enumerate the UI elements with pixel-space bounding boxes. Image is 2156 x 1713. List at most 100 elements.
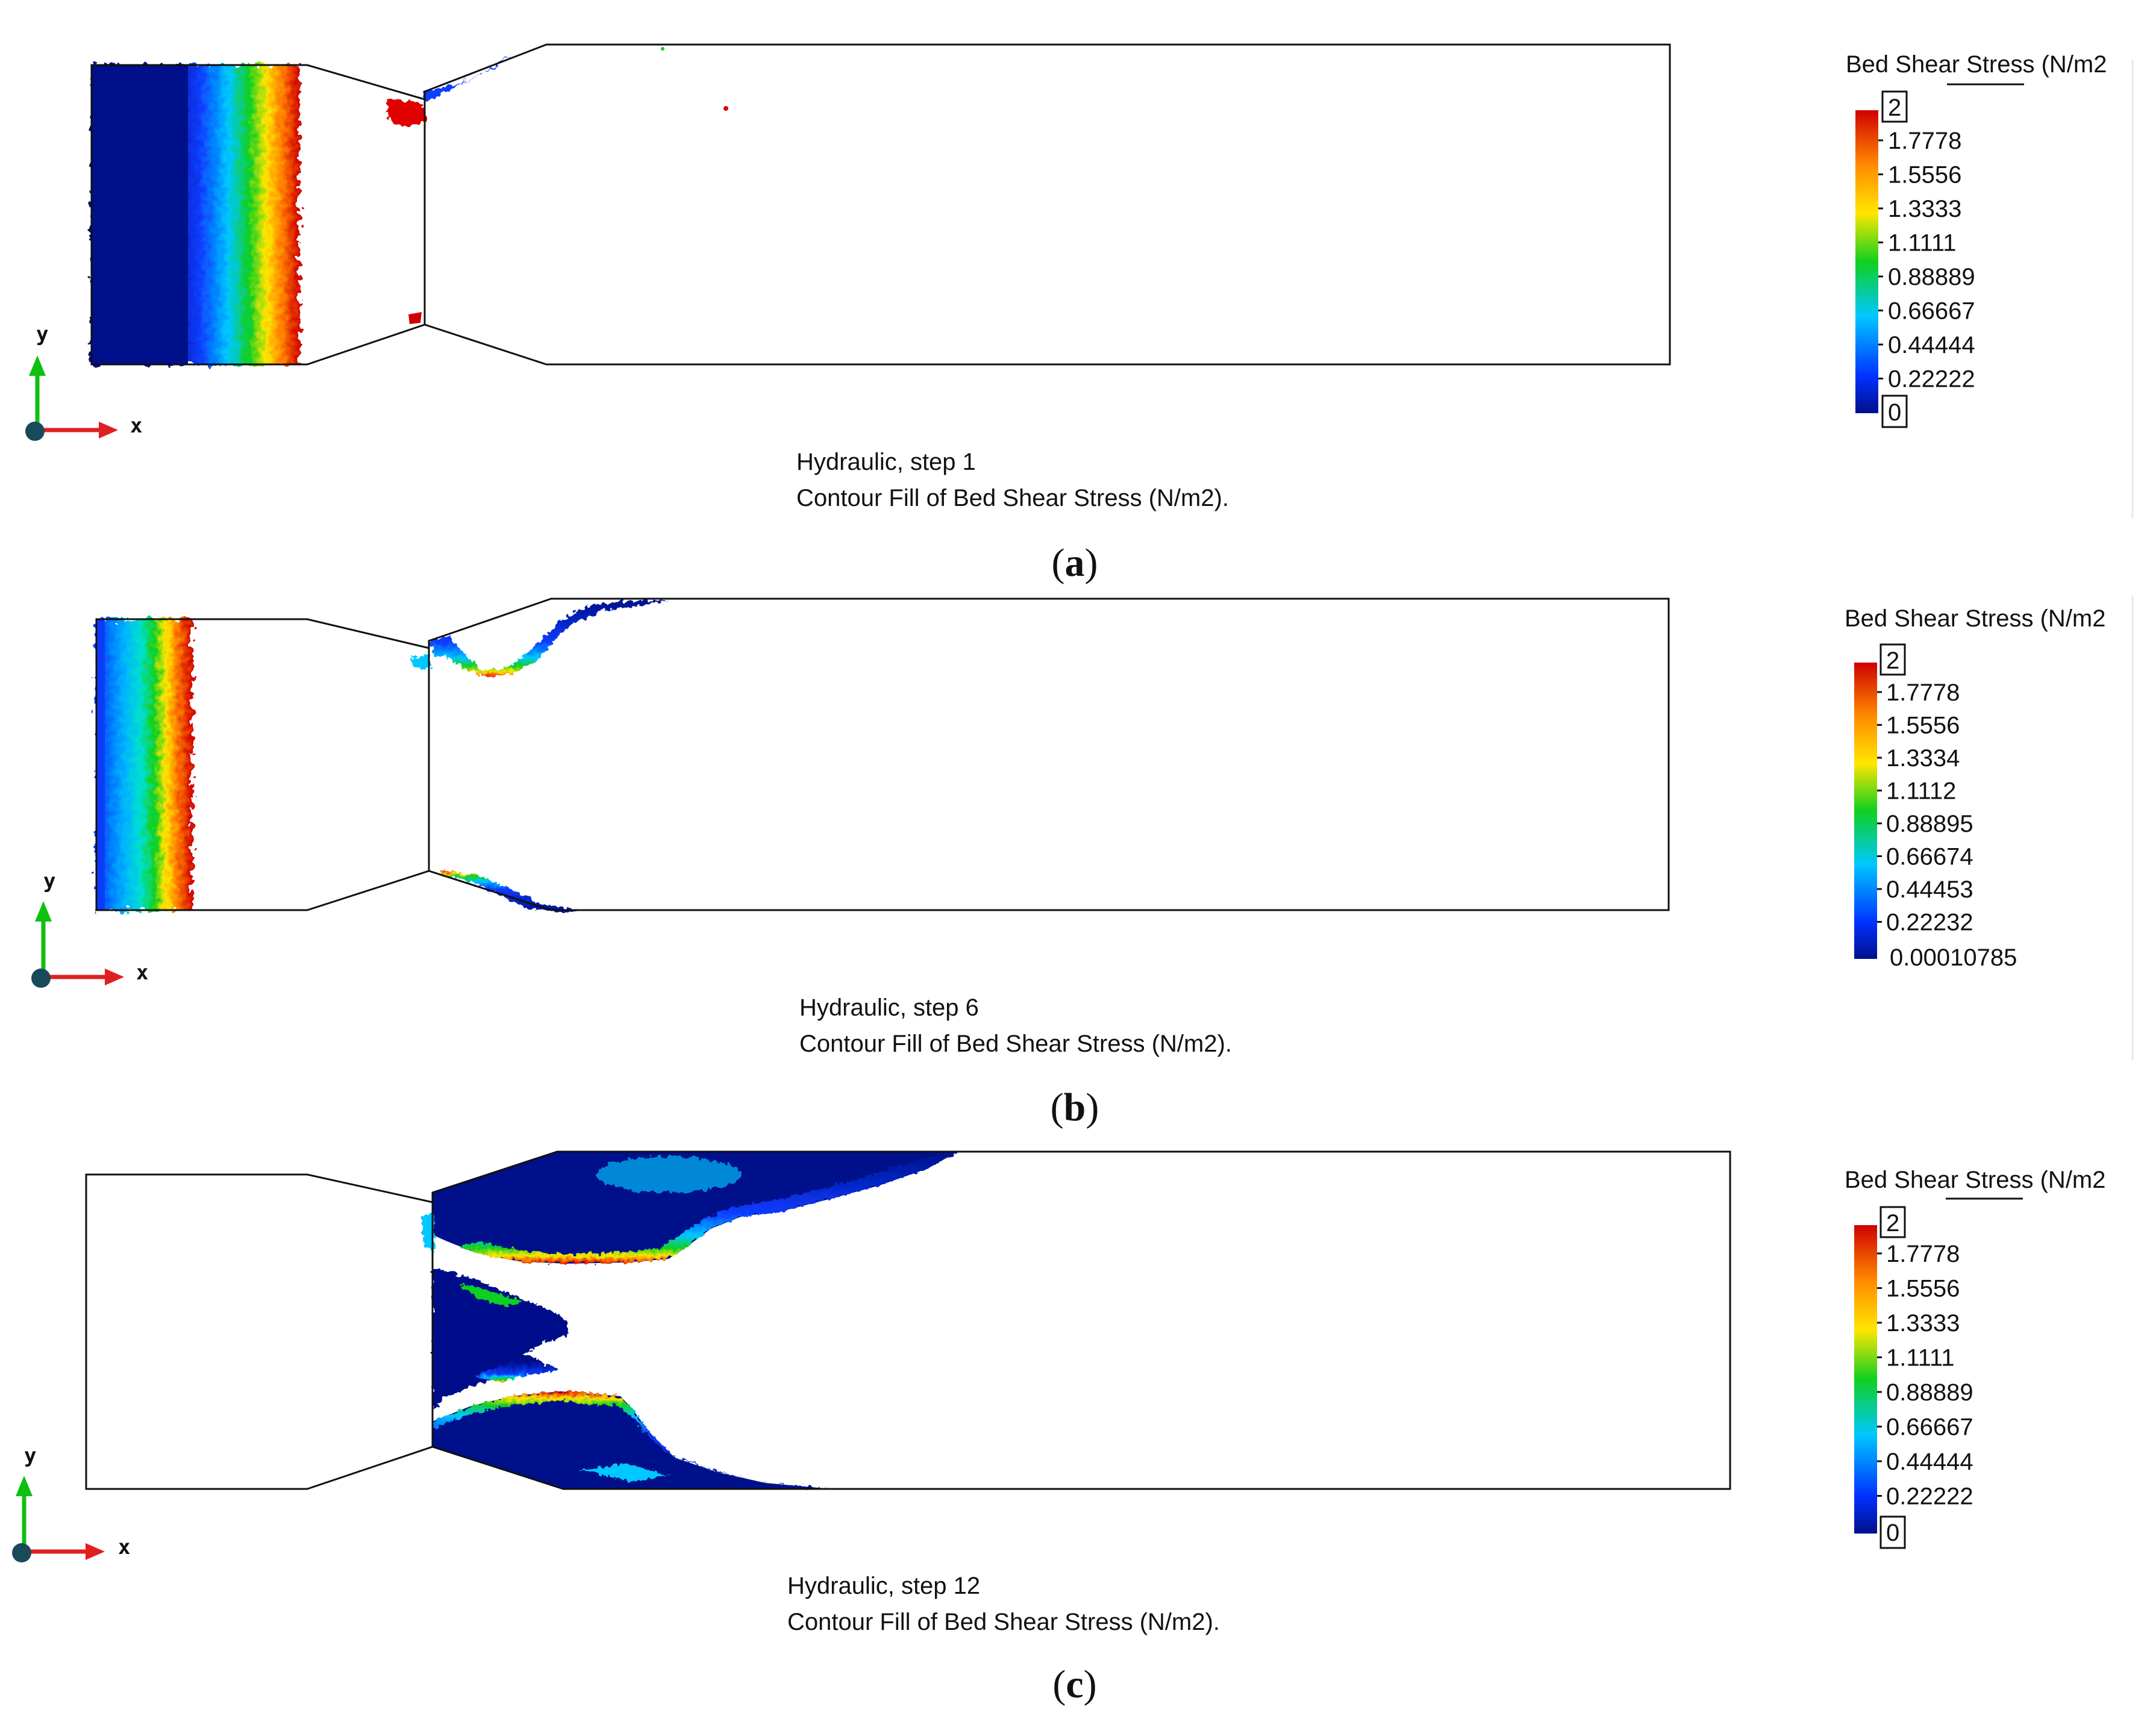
x-axis-label-a: x [130, 414, 142, 438]
x-axis-label-b: x [136, 961, 148, 985]
legend-colorbar-a [1855, 110, 1878, 413]
plot-subtitle-b: Contour Fill of Bed Shear Stress (N/m2). [799, 1031, 1232, 1057]
legend-b: Bed Shear Stress (N/m2 1.7778 1.5556 1.333… [1845, 605, 2106, 971]
plot-title-step-b: Hydraulic, step 6 [799, 994, 979, 1021]
legend-ticks-b: 1.7778 1.5556 1.3334 1.1112 0.88895 0.66674 0.… [1877, 679, 1973, 936]
shear-jet-lower-edge-c [433, 1391, 831, 1489]
z-axis-origin-c [12, 1543, 31, 1562]
legend-colorbar-c [1854, 1225, 1877, 1534]
domain-outline-c [85, 1150, 1731, 1490]
shear-band-inlet-b [96, 619, 193, 910]
legend-tick-label: 0.66667 [1886, 1414, 1973, 1441]
legend-tick-label: 0.88889 [1888, 264, 1975, 290]
shear-core-inlet-a [92, 65, 188, 364]
y-axis-label-a: y [36, 322, 48, 346]
axis-triad-a: y x [25, 322, 142, 441]
y-arrowhead-a [29, 355, 46, 376]
panel-a: y x Bed Shear Stress (N/m2 1.7778 1.5556 1… [25, 43, 2134, 585]
x-arrowhead-c [86, 1543, 105, 1560]
domain-outline-b [95, 598, 1670, 911]
x-arrowhead-b [105, 969, 124, 985]
legend-tick-label: 1.5556 [1888, 162, 1961, 189]
y-arrowhead-b [35, 901, 52, 922]
legend-colorbar-b [1854, 663, 1877, 959]
legend-a: Bed Shear Stress (N/m2 1.7778 1.5556 1.333… [1846, 51, 2107, 428]
shear-jet-upper-highlight-c [596, 1156, 741, 1193]
legend-tick-label: 1.7778 [1886, 1241, 1960, 1267]
caption-c: (c) [1052, 1662, 1096, 1706]
axis-triad-c: y x [12, 1444, 130, 1562]
legend-tick-label: 1.5556 [1886, 713, 1960, 739]
domain-outline-a [90, 43, 1671, 366]
legend-max-c: 2 [1886, 1210, 1899, 1237]
contour-fill-c [422, 1152, 958, 1489]
plot-subtitle-a: Contour Fill of Bed Shear Stress (N/m2). [796, 485, 1229, 511]
contour-fill-b [96, 600, 669, 912]
legend-max-a: 2 [1888, 95, 1901, 121]
legend-min-box-a [1881, 395, 1908, 428]
legend-tick-label: 0.22232 [1886, 910, 1973, 936]
y-arrowhead-c [16, 1476, 33, 1496]
legend-tick-label: 1.5556 [1886, 1276, 1960, 1302]
legend-tick-label: 0.44444 [1888, 332, 1975, 358]
legend-tick-label: 1.3333 [1886, 1310, 1960, 1337]
legend-max-box-c [1879, 1206, 1906, 1238]
legend-tick-label: 1.3334 [1886, 745, 1960, 772]
y-axis-label-b: y [43, 869, 55, 893]
shear-wedge-lower-edge-c [476, 1362, 560, 1383]
contour-fill-a [92, 47, 728, 364]
legend-tick-label: 1.1112 [1886, 778, 1956, 805]
legend-tick-label: 1.7778 [1886, 679, 1960, 706]
shear-wedge-edge-c [458, 1283, 524, 1306]
shear-streak-upper-b [430, 600, 669, 677]
z-axis-origin-a [25, 422, 45, 441]
legend-min-c: 0 [1886, 1520, 1899, 1546]
shear-wedge-middle-c [433, 1268, 569, 1409]
legend-title-b: Bed Shear Stress (N/m2 [1845, 605, 2106, 632]
plot-subtitle-c: Contour Fill of Bed Shear Stress (N/m2). [787, 1609, 1220, 1635]
legend-max-box-b [1879, 643, 1906, 676]
panel-b: y x Bed Shear Stress (N/m2 1.77781.55561… [31, 596, 2134, 1129]
legend-tick-label: 0.44453 [1886, 876, 1973, 903]
axis-triad-b: y x [31, 869, 148, 988]
legend-tick-label: 1.7778 [1888, 128, 1961, 154]
shear-edge-inlet-b [96, 619, 105, 910]
shear-jet-lower-highlight-c [578, 1464, 669, 1482]
shear-patch-throat-a [387, 98, 428, 128]
shear-jet-upper-edge-c [458, 1152, 958, 1264]
legend-title-c: Bed Shear Stress (N/m2 [1845, 1167, 2106, 1193]
caption-b: (b) [1051, 1085, 1099, 1129]
legend-tick-label: 1.1111 [1888, 230, 1956, 257]
legend-tick-label: 0.22222 [1886, 1484, 1973, 1510]
z-axis-origin-b [31, 969, 51, 988]
shear-patch-throat-b [410, 655, 431, 669]
legend-tick-label: 0.88889 [1886, 1379, 1973, 1406]
legend-max-box-a [1881, 90, 1908, 123]
legend-tick-label: 0.22222 [1888, 366, 1975, 393]
plot-title-step-a: Hydraulic, step 1 [796, 449, 976, 475]
legend-tick-label: 1.1111 [1886, 1345, 1954, 1371]
legend-min-b: 0.00010785 [1890, 944, 2017, 971]
legend-tick-label: 0.44444 [1886, 1449, 1973, 1475]
shear-jet-lower-core-c [433, 1391, 831, 1489]
legend-c: Bed Shear Stress (N/m2 1.7778 1.5556 1.333… [1845, 1167, 2106, 1549]
shear-streak-upper-a [425, 54, 512, 101]
plot-title-step-c: Hydraulic, step 12 [787, 1573, 980, 1599]
panel-c: y x Bed Shear Stress (N/m2 1.77781.55561… [12, 1150, 2106, 1706]
legend-min-a: 0 [1888, 399, 1901, 426]
legend-max-b: 2 [1886, 647, 1899, 674]
legend-title-a: Bed Shear Stress (N/m2 [1846, 51, 2107, 78]
legend-min-box-c [1879, 1515, 1906, 1549]
legend-tick-label: 1.3333 [1888, 196, 1961, 222]
legend-tick-label: 0.66674 [1886, 844, 1973, 870]
shear-spot-a [723, 106, 728, 111]
y-axis-label-c: y [24, 1444, 36, 1468]
legend-tick-label: 0.66667 [1888, 298, 1975, 325]
shear-spot-lower-a [408, 312, 422, 324]
legend-tick-label: 0.88895 [1886, 811, 1973, 837]
shear-spot-a2 [661, 47, 664, 51]
shear-jet-upper-core-c [433, 1152, 958, 1264]
legend-ticks-c: 1.7778 1.5556 1.3333 1.1111 0.88889 0.66667 0.… [1877, 1241, 1973, 1510]
caption-a: (a) [1052, 541, 1098, 585]
